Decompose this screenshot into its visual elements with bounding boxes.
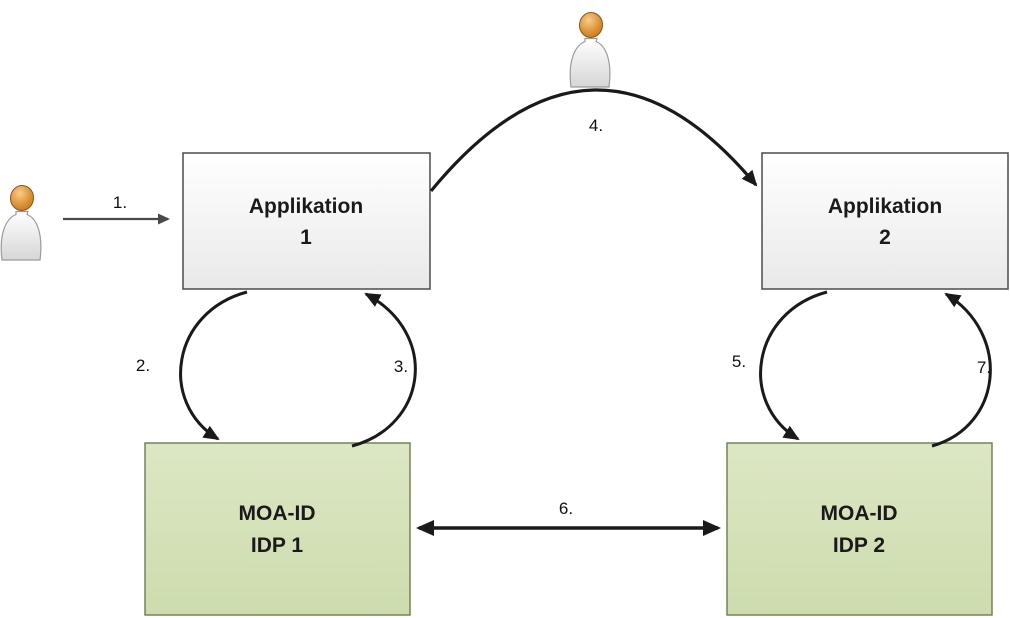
arrow-step-4 xyxy=(429,88,758,193)
step-1-label: 1. xyxy=(113,193,127,212)
node-moa-id-idp-1: MOA-ID IDP 1 xyxy=(144,442,411,616)
node-applikation-2: Applikation 2 xyxy=(761,152,1009,290)
node-moa-id-idp-1-label-line2: IDP 1 xyxy=(251,534,303,557)
person-icon-left xyxy=(0,183,42,261)
person-icon-top xyxy=(569,10,611,88)
arrow-step-7 xyxy=(931,292,992,448)
node-moa-id-idp-2-label-line1: MOA-ID xyxy=(821,502,898,525)
step-4-label: 4. xyxy=(589,116,603,135)
step-7-label: 7. xyxy=(977,358,991,377)
step-2-label: 2. xyxy=(136,356,150,375)
arrow-step-5 xyxy=(759,290,828,441)
step-5-label: 5. xyxy=(732,352,746,371)
step-6-label: 6. xyxy=(559,499,573,518)
node-applikation-2-label-line2: 2 xyxy=(879,226,891,249)
node-moa-id-idp-2-label-line2: IDP 2 xyxy=(833,534,885,557)
node-applikation-1-label-line2: 1 xyxy=(300,226,312,249)
node-moa-id-idp-1-label-line1: MOA-ID xyxy=(239,502,316,525)
node-moa-id-idp-2: MOA-ID IDP 2 xyxy=(726,442,993,616)
node-applikation-2-label-line1: Applikation xyxy=(828,195,942,218)
node-applikation-1-label-line1: Applikation xyxy=(249,195,363,218)
step-3-label: 3. xyxy=(394,357,408,376)
arrow-step-3 xyxy=(351,292,417,448)
node-applikation-1: Applikation 1 xyxy=(182,152,431,290)
arrow-step-2 xyxy=(179,290,248,441)
